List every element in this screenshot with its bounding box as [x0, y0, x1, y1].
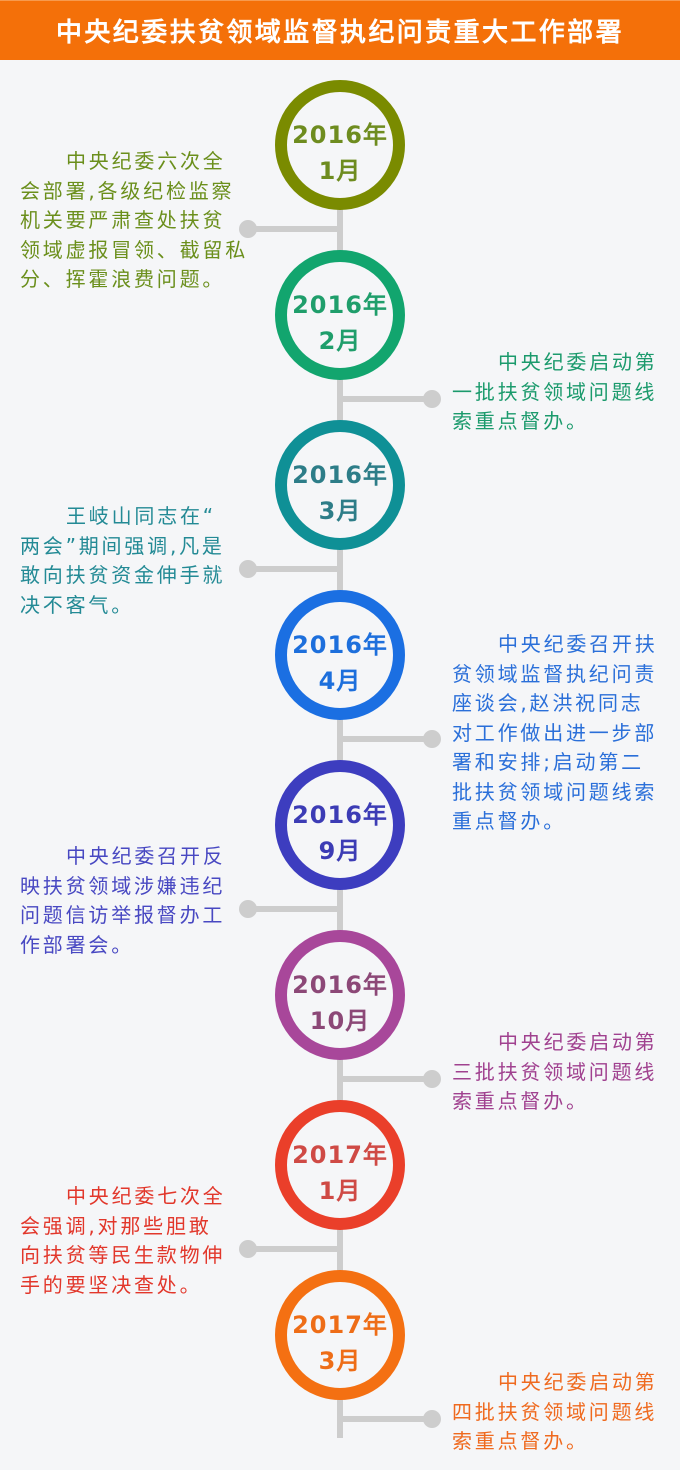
date-circle: 2016年 3月: [275, 420, 405, 550]
header-banner: 中央纪委扶贫领域监督执纪问责重大工作部署: [0, 0, 680, 60]
description-line: 索重点督办。: [452, 1429, 589, 1453]
description-line: 决不客气。: [20, 592, 134, 617]
connector-dot-icon: [239, 220, 257, 238]
description-line: 会部署,各级纪检监察: [20, 178, 235, 203]
connector-line: [340, 1416, 432, 1422]
description-line: 座谈会,赵洪祝同志: [452, 691, 644, 715]
description-line: 中央纪委召开反: [66, 844, 226, 868]
date-month: 9月: [318, 837, 362, 865]
connector-dot-icon: [423, 730, 441, 748]
page-title: 中央纪委扶贫领域监督执纪问责重大工作部署: [55, 18, 624, 48]
connector-line: [340, 736, 432, 742]
description-line: 问题信访举报督办工: [20, 903, 226, 927]
event-description: 中央纪委启动第 三批扶贫领域问题线 索重点督办。: [452, 1028, 667, 1117]
event-description: 中央纪委启动第 一批扶贫领域问题线 索重点督办。: [452, 348, 667, 437]
connector-dot-icon: [423, 1070, 441, 1088]
date-month: 3月: [318, 497, 362, 525]
date-year: 2016年: [292, 461, 388, 489]
description-line: 中央纪委六次全: [66, 149, 226, 173]
date-circle: 2016年 1月: [275, 80, 405, 210]
description-line: 对工作做出进一步部: [452, 720, 658, 745]
description-line: 一批扶贫领域问题线: [452, 379, 658, 404]
connector-dot-icon: [423, 1410, 441, 1428]
description-line: 领域虚报冒领、截留私: [20, 237, 248, 262]
connector-line: [248, 1246, 340, 1252]
date-year: 2016年: [292, 971, 388, 999]
date-year: 2016年: [292, 801, 388, 829]
date-circle: 2017年 3月: [275, 1270, 405, 1400]
description-line: 中央纪委启动第: [498, 1370, 658, 1394]
connector-dot-icon: [239, 900, 257, 918]
date-month: 2月: [318, 327, 362, 355]
date-year: 2016年: [292, 121, 388, 149]
connector-line: [248, 566, 340, 572]
description-line: 中央纪委七次全: [66, 1184, 226, 1208]
date-year: 2016年: [292, 631, 388, 659]
description-line: 索重点督办。: [452, 409, 589, 433]
event-description: 中央纪委启动第 四批扶贫领域问题线 索重点督办。: [452, 1368, 667, 1457]
event-description: 中央纪委七次全 会强调,对那些胆敢 向扶贫等民生款物伸 手的要坚决查处。: [20, 1182, 235, 1300]
date-circle: 2016年 4月: [275, 590, 405, 720]
description-line: 作部署会。: [20, 932, 134, 957]
date-month: 4月: [318, 667, 362, 695]
date-circle: 2016年 9月: [275, 760, 405, 890]
date-month: 1月: [318, 1177, 362, 1205]
description-line: 批扶贫领域问题线索: [452, 779, 658, 804]
description-line: 中央纪委启动第: [498, 350, 658, 374]
date-circle: 2017年 1月: [275, 1100, 405, 1230]
description-line: 王岐山同志在“: [66, 504, 216, 528]
date-year: 2017年: [292, 1141, 388, 1169]
description-line: 会强调,对那些胆敢: [20, 1213, 212, 1238]
description-line: 重点督办。: [452, 809, 566, 833]
date-circle: 2016年 10月: [275, 930, 405, 1060]
connector-line: [340, 1076, 432, 1082]
connector-dot-icon: [239, 560, 257, 578]
description-line: 贫领域监督执纪问责: [452, 661, 658, 686]
description-line: 分、挥霍浪费问题。: [20, 267, 226, 291]
date-month: 1月: [318, 157, 362, 185]
date-month: 10月: [309, 1007, 371, 1035]
connector-line: [248, 226, 340, 232]
description-line: 四批扶贫领域问题线: [452, 1399, 658, 1424]
connector-line: [340, 396, 432, 402]
date-month: 3月: [318, 1347, 362, 1375]
connector-dot-icon: [239, 1240, 257, 1258]
description-line: 三批扶贫领域问题线: [452, 1059, 658, 1084]
description-line: 中央纪委召开扶: [498, 632, 658, 656]
date-year: 2017年: [292, 1311, 388, 1339]
connector-dot-icon: [423, 390, 441, 408]
event-description: 中央纪委召开扶 贫领域监督执纪问责 座谈会,赵洪祝同志 对工作做出进一步部 署和…: [452, 630, 667, 837]
description-line: 映扶贫领域涉嫌违纪: [20, 873, 226, 898]
description-line: 手的要坚决查处。: [20, 1272, 203, 1297]
description-line: 机关要严肃查处扶贫: [20, 208, 226, 232]
description-line: 索重点督办。: [452, 1089, 589, 1113]
event-description: 王岐山同志在“ 两会”期间强调,凡是 敢向扶贫资金伸手就 决不客气。: [20, 502, 235, 620]
description-line: 向扶贫等民生款物伸: [20, 1243, 226, 1267]
event-description: 中央纪委召开反 映扶贫领域涉嫌违纪 问题信访举报督办工 作部署会。: [20, 842, 235, 960]
date-circle: 2016年 2月: [275, 250, 405, 380]
date-year: 2016年: [292, 291, 388, 319]
description-line: 两会”期间强调,凡是: [20, 533, 225, 558]
description-line: 敢向扶贫资金伸手就: [20, 563, 226, 587]
description-line: 中央纪委启动第: [498, 1030, 658, 1054]
event-description: 中央纪委六次全 会部署,各级纪检监察 机关要严肃查处扶贫 领域虚报冒领、截留私 …: [20, 147, 248, 295]
description-line: 署和安排;启动第二: [452, 750, 644, 774]
connector-line: [248, 906, 340, 912]
